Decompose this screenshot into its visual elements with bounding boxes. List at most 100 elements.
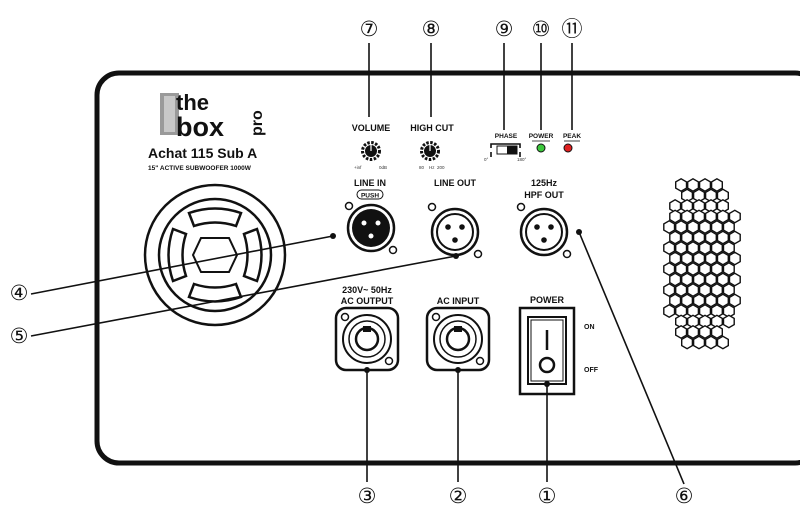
callout-3: ③: [358, 484, 377, 508]
vent-hole: [728, 209, 741, 224]
high-cut-scale-c: 200: [437, 165, 445, 170]
vent-hole: [675, 303, 688, 319]
vent-hole: [663, 303, 676, 319]
vent-hole: [704, 188, 717, 203]
callout-7: ⑦: [360, 17, 379, 41]
leader-lines: [30, 43, 685, 485]
vent-hole: [698, 177, 712, 193]
vent-hole: [704, 198, 717, 214]
ac-input-socket: AC INPUT: [425, 296, 491, 372]
vent-grille: [663, 177, 741, 350]
powercon-input-connector[interactable]: [425, 306, 491, 372]
volume-label: VOLUME: [352, 123, 391, 133]
callout-6: ⑥: [675, 484, 694, 508]
vent-hole: [728, 272, 741, 287]
vent-hole: [698, 324, 712, 340]
vent-hole: [687, 177, 700, 193]
volume-control: VOLUME +inf 0dB: [352, 123, 391, 170]
vent-hole: [687, 303, 700, 319]
line-out-label: LINE OUT: [434, 178, 477, 188]
vent-hole: [692, 272, 706, 287]
xlr-input-connector[interactable]: [344, 201, 398, 255]
vent-hole: [716, 209, 729, 224]
vent-hole: [722, 240, 735, 256]
vent-hole: [692, 293, 706, 308]
callout-10: ⑩: [532, 17, 551, 41]
vent-hole: [669, 209, 682, 224]
vent-hole: [692, 251, 706, 266]
powercon-output-connector[interactable]: [334, 306, 400, 372]
callout-8: ⑧: [422, 17, 441, 41]
phase-scale-180: 180°: [517, 157, 527, 162]
vent-hole: [663, 282, 676, 298]
volume-scale-min: +inf: [354, 165, 362, 170]
rear-panel: [94, 70, 800, 466]
vent-hole: [710, 219, 723, 235]
power-rocker-switch[interactable]: [527, 316, 567, 385]
peak-label: PEAK: [563, 133, 581, 140]
switch-off-label: OFF: [584, 367, 599, 374]
callout-1: ①: [538, 484, 557, 508]
vent-hole: [669, 293, 682, 308]
vent-hole: [687, 240, 700, 256]
power-switch-assembly: POWER ON OFF: [518, 295, 599, 396]
callout-2: ②: [449, 484, 468, 508]
fan-grille: [143, 183, 287, 327]
phase-label: PHASE: [495, 133, 518, 140]
vent-hole: [716, 188, 729, 203]
vent-hole: [722, 314, 735, 329]
brand-line1: the: [176, 90, 209, 115]
vent-hole: [728, 230, 741, 245]
callout-11: ⑪: [562, 17, 583, 41]
vent-hole: [716, 198, 729, 214]
vent-hole: [669, 272, 682, 287]
vent-hole: [669, 251, 682, 266]
brand-suffix: pro: [249, 110, 266, 136]
vent-hole: [675, 314, 688, 329]
model-name: Achat 115 Sub A: [148, 145, 257, 161]
vent-hole: [687, 219, 700, 235]
vent-hole: [692, 335, 706, 350]
vent-hole: [698, 219, 712, 235]
vent-hole: [692, 230, 706, 245]
vent-hole: [681, 251, 694, 266]
vent-hole: [681, 188, 694, 203]
callout-5: ⑤: [10, 324, 29, 348]
vent-hole: [681, 209, 694, 224]
vent-hole: [710, 282, 723, 298]
vent-hole: [681, 293, 694, 308]
high-cut-knob[interactable]: [420, 141, 440, 161]
vent-hole: [722, 303, 735, 319]
vent-hole: [663, 261, 676, 277]
vent-hole: [687, 282, 700, 298]
vent-hole: [710, 303, 723, 319]
high-cut-scale-a: 80: [419, 165, 425, 170]
vent-hole: [710, 314, 723, 329]
vent-hole: [728, 293, 741, 308]
phase-control: PHASE 0° 180°: [484, 133, 527, 162]
vent-hole: [692, 188, 706, 203]
vent-hole: [675, 219, 688, 235]
vent-hole: [716, 272, 729, 287]
ac-output-socket: 230V~ 50Hz AC OUTPUT: [334, 285, 400, 372]
vent-hole: [687, 324, 700, 340]
callout-numbers: ⑦ ⑧ ⑨ ⑩ ⑪ ④ ⑤ ③ ② ① ⑥: [10, 17, 694, 508]
volume-knob[interactable]: [361, 141, 381, 161]
power-led: [536, 143, 546, 153]
vent-hole: [698, 282, 712, 298]
vent-hole: [663, 240, 676, 256]
vent-hole: [704, 335, 717, 350]
phase-switch[interactable]: [496, 145, 518, 155]
vent-hole: [675, 177, 688, 193]
push-label: PUSH: [361, 193, 379, 200]
xlr-output-connector[interactable]: [427, 202, 483, 259]
xlr-hpf-connector[interactable]: [516, 202, 572, 259]
vent-hole: [681, 198, 694, 214]
vent-hole: [669, 230, 682, 245]
ac-output-label-line2: AC OUTPUT: [341, 296, 394, 306]
vent-hole: [710, 261, 723, 277]
vent-hole: [716, 335, 729, 350]
vent-hole: [710, 324, 723, 340]
vent-hole: [687, 314, 700, 329]
